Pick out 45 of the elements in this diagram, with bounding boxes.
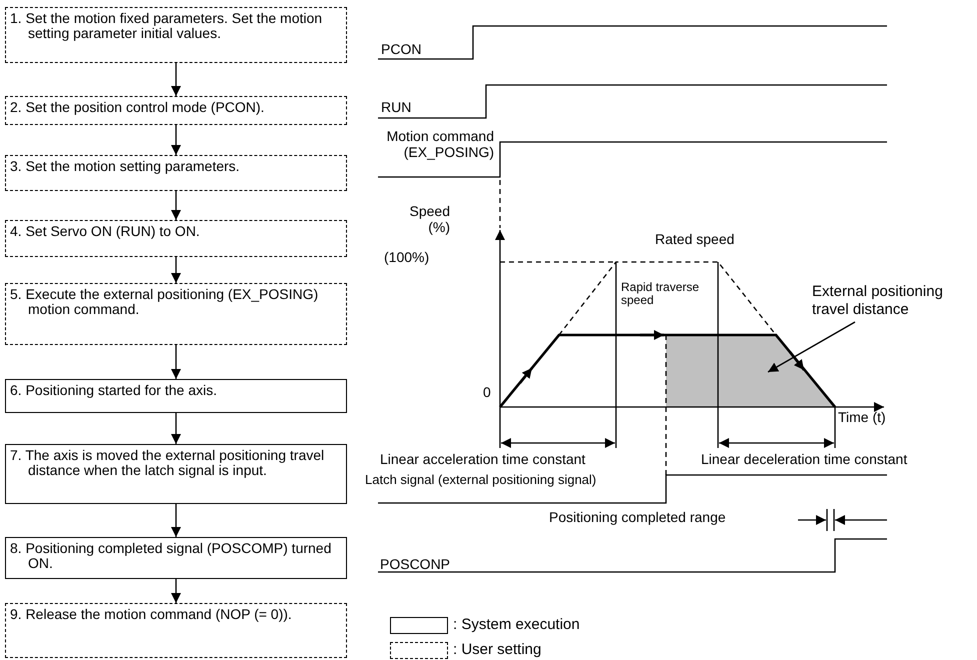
system-execution-box xyxy=(5,444,347,504)
step-text: 4. Set Servo ON (RUN) to ON. xyxy=(10,224,201,239)
arrow xyxy=(171,504,181,537)
step-text: 9. Release the motion command (NOP (= 0)). xyxy=(10,607,293,622)
arrow xyxy=(171,125,181,155)
arrow xyxy=(171,257,181,283)
leader-line xyxy=(768,321,856,373)
arrow xyxy=(171,579,181,603)
axis-label: (100%) xyxy=(384,249,430,265)
user-setting-box xyxy=(5,96,347,125)
dimension-label: Positioning completed range xyxy=(549,509,726,525)
legend-text: : User setting xyxy=(453,642,542,658)
signal-label: Latch signal (external positioning signal) xyxy=(365,473,596,487)
step-text: 5. Execute the external positioning (EX_POSING) motion command. xyxy=(10,287,320,317)
step-text: 1. Set the motion fixed parameters. Set the motion setting parameter initial values. xyxy=(10,11,324,41)
shaded-area xyxy=(666,335,835,407)
arrow xyxy=(171,63,181,96)
callout-text: External positioning travel distance xyxy=(812,283,972,319)
legend-text: : System execution xyxy=(453,617,580,633)
user-setting-box xyxy=(5,7,347,63)
dimension-label: Linear deceleration time constant xyxy=(701,451,908,467)
axis-label: Time (t) xyxy=(838,409,886,425)
annotation-text: Rapid traverse speed xyxy=(621,281,700,307)
axis-label: 0 xyxy=(483,384,491,400)
signal-label: POSCONP xyxy=(380,556,450,572)
arrow xyxy=(171,345,181,379)
step-text: 3. Set the motion setting parameters. xyxy=(10,159,241,174)
arrow xyxy=(171,191,181,220)
user-setting-box xyxy=(5,603,347,658)
signal-label: RUN xyxy=(381,99,412,115)
annotation-text: Rated speed xyxy=(655,231,734,247)
dimension-label: Linear acceleration time constant xyxy=(380,451,586,467)
system-execution-box xyxy=(5,379,347,413)
user-setting-box xyxy=(5,155,347,191)
system-execution-box xyxy=(5,537,347,579)
user-setting-box xyxy=(5,220,347,257)
signal-label: PCON xyxy=(381,41,422,57)
step-text: 8. Positioning completed signal (POSCOMP) turned ON. xyxy=(10,541,332,571)
step-text: 2. Set the position control mode (PCON). xyxy=(10,100,266,115)
signal-label: Motion command (EX_POSING) xyxy=(386,128,494,160)
step-text: 6. Positioning started for the axis. xyxy=(10,383,218,398)
user-setting-box xyxy=(5,283,347,345)
axis-label: Speed (%) xyxy=(408,203,450,235)
step-text: 7. The axis is moved the external positioning travel distance when the latch signal is input. xyxy=(10,448,326,478)
arrow xyxy=(171,413,181,444)
